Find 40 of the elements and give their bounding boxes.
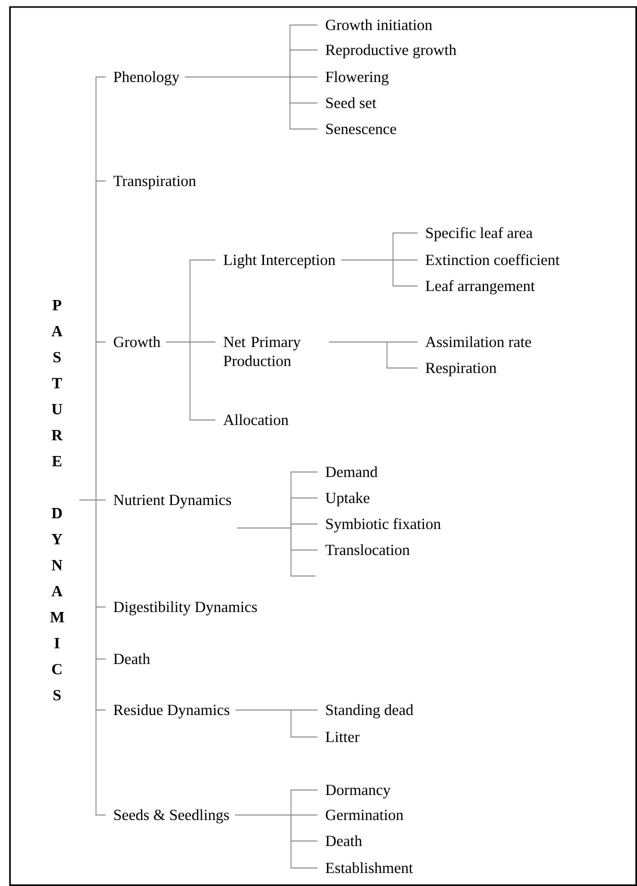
connector — [166, 342, 216, 420]
node-label: Demand — [326, 466, 378, 478]
connector — [237, 528, 316, 576]
node-label: Germination — [326, 810, 404, 820]
node-label: Death — [114, 653, 150, 664]
node-label: Litter — [326, 732, 360, 742]
node-label: Death — [326, 835, 362, 846]
node-label: Growth initiation — [326, 19, 432, 30]
vertical-title: PASTURE DYNAMICS — [50, 300, 64, 700]
connector — [328, 342, 418, 368]
node-label: Assimilation rate — [425, 336, 531, 348]
node-label: Light Interception — [224, 254, 336, 268]
node-label: Net Primary Production — [224, 336, 301, 366]
connector — [235, 814, 318, 868]
node-label: Standing dead — [326, 704, 414, 718]
node-label: Seeds & Seedlings — [114, 809, 229, 824]
node-label: Dormancy — [326, 784, 391, 798]
node-label: Phenology — [114, 71, 180, 86]
node-label: Transpiration — [113, 176, 196, 190]
node-label: Senescence — [326, 124, 396, 134]
node-label: Digestibility Dynamics — [114, 601, 257, 616]
node-label: Leaf arrangement — [426, 280, 535, 294]
node-label: Symbiotic fixation — [326, 518, 441, 532]
node-label: Extinction coefficient — [426, 254, 560, 266]
node-label: Nutrient Dynamics — [114, 494, 232, 508]
node-label: Seed set — [326, 97, 376, 108]
node-label: Allocation — [223, 414, 288, 426]
connector — [341, 260, 418, 286]
node-label: Uptake — [326, 492, 370, 506]
connector — [185, 76, 318, 130]
node-label: Growth — [114, 336, 160, 348]
node-label: Specific leaf area — [426, 227, 533, 242]
connector — [236, 710, 318, 738]
node-label: Establishment — [326, 862, 413, 874]
node-label: Respiration — [426, 362, 496, 376]
node-label: Flowering — [326, 71, 389, 86]
node-label: Reproductive growth — [326, 44, 456, 58]
node-label: Translocation — [325, 544, 410, 556]
connector — [80, 500, 106, 816]
node-label: Residue Dynamics — [114, 704, 230, 718]
